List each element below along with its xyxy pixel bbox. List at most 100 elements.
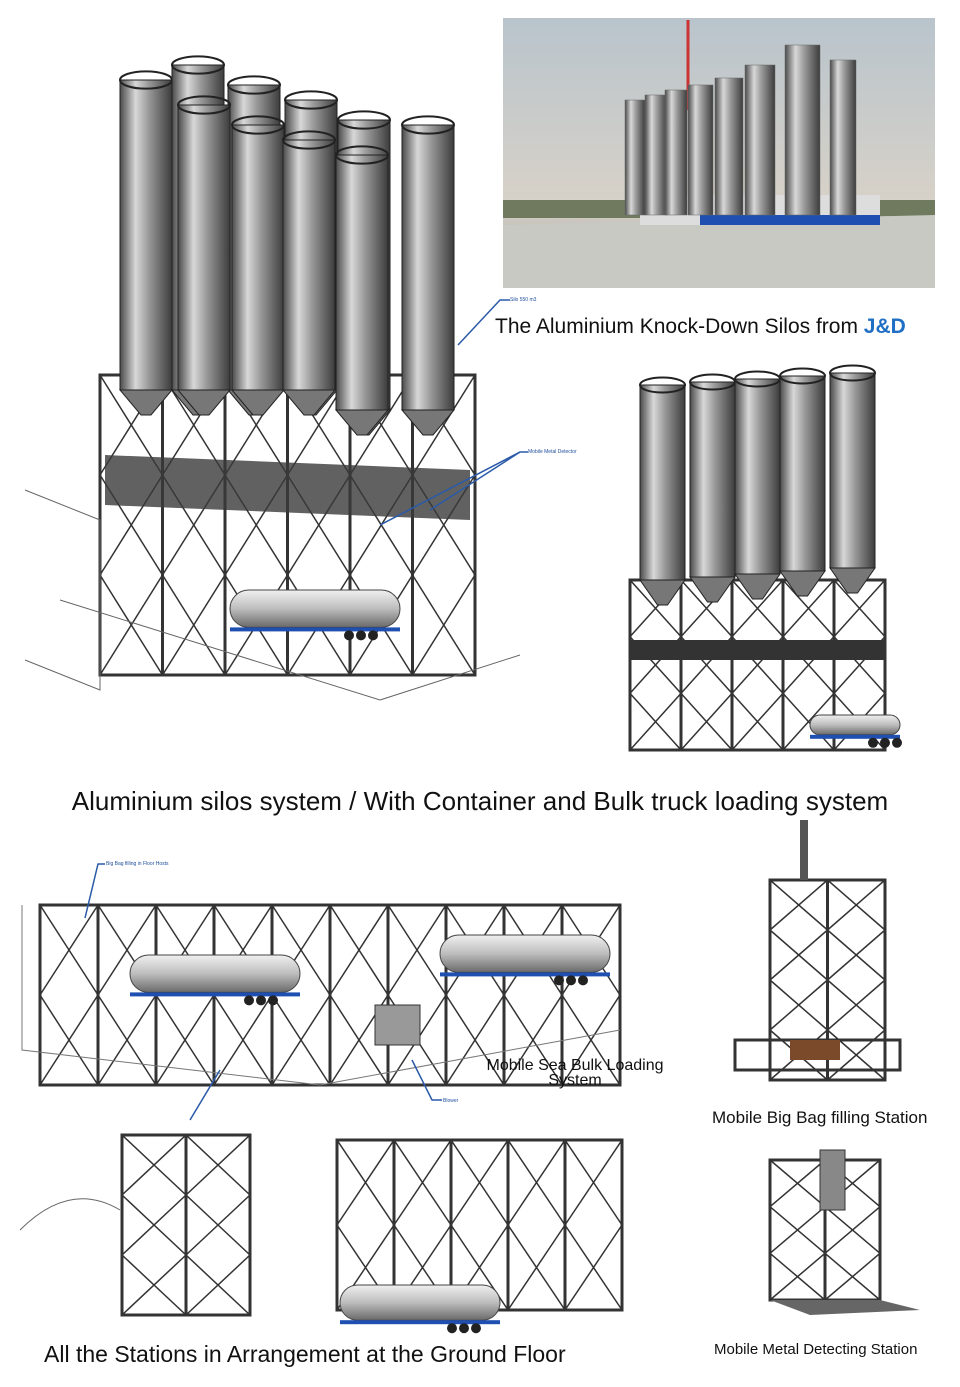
chassis (810, 734, 900, 739)
silo-rail (639, 376, 686, 394)
brace (564, 1224, 623, 1311)
wheel (344, 630, 354, 641)
brace (769, 929, 828, 981)
brace (39, 904, 99, 996)
brace (769, 979, 828, 1031)
tanker (439, 934, 611, 973)
brace (507, 1139, 566, 1226)
brace (329, 904, 389, 996)
silo-photo (503, 18, 935, 288)
brace (769, 1252, 826, 1301)
wheel (244, 995, 254, 1006)
silo (177, 104, 231, 391)
tanker (339, 1284, 501, 1321)
label-big-bag: Big Bag filling in Floor Hosts (106, 861, 169, 867)
brace (121, 1254, 187, 1316)
ground-floor-drawing (19, 903, 624, 1334)
silo (829, 372, 876, 569)
silo-cone (334, 409, 390, 436)
wheel (578, 975, 588, 986)
brace (827, 1029, 886, 1081)
station-drawings (733, 820, 920, 1315)
silo (401, 124, 455, 411)
wheel (892, 737, 902, 748)
label-silo-volume: Silo 550 m3 (510, 297, 537, 303)
silo-rail (227, 75, 281, 95)
silo-cone (689, 576, 736, 603)
wheel (566, 975, 576, 986)
brand-name: J&D (863, 315, 906, 338)
wheel (268, 995, 278, 1006)
silo (335, 154, 389, 411)
silo-rail (779, 367, 826, 385)
brace (769, 1159, 826, 1208)
silo-rail (231, 115, 285, 135)
right-silo-drawing (628, 364, 902, 752)
wheel (368, 630, 378, 641)
chassis (340, 1320, 500, 1325)
silo-rail (282, 130, 336, 150)
photo-silo (644, 94, 668, 216)
brace (271, 994, 331, 1086)
wheel (356, 630, 366, 641)
brace (411, 574, 476, 676)
silo-rail (177, 95, 231, 115)
ground-floor-caption: All the Stations in Arrangement at the G… (44, 1341, 566, 1367)
photo-silo (714, 77, 744, 216)
silo-cone (176, 389, 232, 416)
brace (827, 879, 886, 931)
photo-silo (687, 84, 714, 216)
silo-cone (639, 579, 686, 606)
brace (185, 1134, 251, 1196)
silo (282, 139, 336, 391)
silo (689, 381, 736, 578)
brace (833, 579, 886, 638)
brace (97, 904, 157, 996)
brace (680, 692, 733, 751)
silo-cone (779, 570, 826, 597)
wheel (554, 975, 564, 986)
brace (213, 994, 273, 1086)
brace (450, 1139, 509, 1226)
platform (630, 640, 885, 660)
brace (782, 692, 835, 751)
label-blower: Blower (443, 1098, 459, 1104)
wheel (447, 1323, 457, 1334)
silo-cone (829, 567, 876, 594)
silo-rail (284, 90, 338, 110)
chassis (440, 972, 610, 977)
chassis (230, 627, 400, 632)
tanker (809, 714, 901, 736)
ground-arc (19, 1198, 121, 1231)
brace (561, 994, 621, 1086)
big-bag-station-caption: Mobile Big Bag filling Station (712, 1108, 928, 1127)
brace (121, 1194, 187, 1256)
photo-silo (744, 64, 776, 216)
brace (731, 579, 784, 638)
pallet (790, 1040, 840, 1060)
brace (782, 579, 835, 638)
brace (824, 1252, 881, 1301)
silo (639, 384, 686, 581)
brace (185, 1194, 251, 1256)
brace (507, 1224, 566, 1311)
building-outline (24, 489, 101, 691)
brace (97, 994, 157, 1086)
photo-silo (664, 89, 688, 216)
brace (185, 1254, 251, 1316)
brace (827, 929, 886, 981)
wheel (868, 737, 878, 748)
metal-detector-box (374, 1004, 421, 1046)
wheel (880, 737, 890, 748)
brace (731, 692, 784, 751)
brace (387, 904, 447, 996)
silo (734, 378, 781, 575)
platform (105, 455, 470, 520)
brace (39, 994, 99, 1086)
silo-rail (171, 55, 225, 75)
metal-detecting-station-caption: Mobile Metal Detecting Station (714, 1341, 918, 1358)
brace (393, 1139, 452, 1226)
label-metal-detector: Mobile Metal Detector (528, 449, 577, 455)
silo-rail (401, 115, 455, 135)
